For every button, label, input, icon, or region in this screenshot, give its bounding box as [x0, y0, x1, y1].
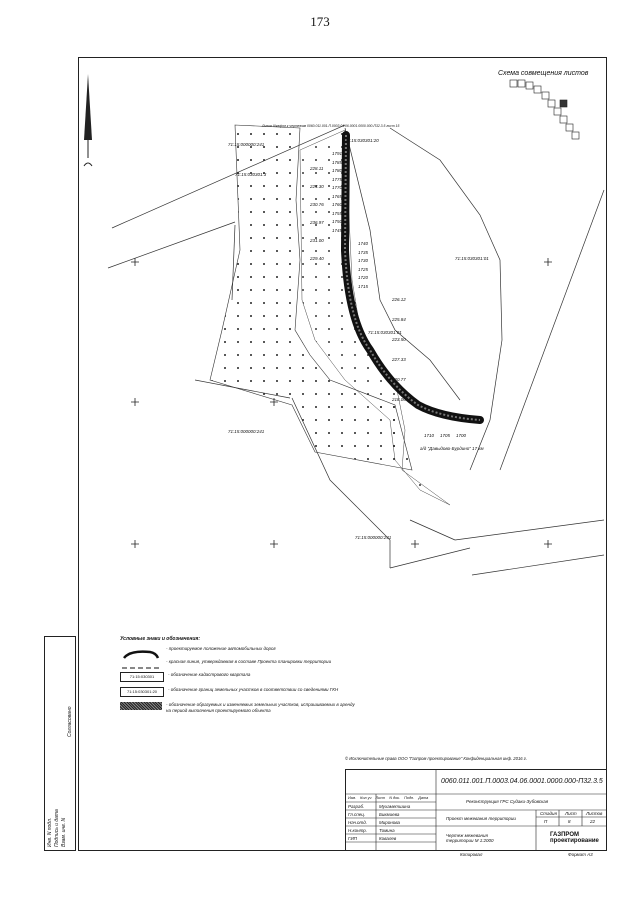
parcel-label: 71:15:000000:241	[228, 142, 265, 147]
section-name: Проект межевания территории	[446, 816, 516, 821]
parcel-label: 71:15:000000:241	[355, 535, 392, 540]
scheme-title: Схема совмещения листов	[498, 70, 589, 77]
copyright-note: © Исключительные права ООО "Газпром прое…	[345, 756, 528, 761]
legend-item: - проектируемое положение автомобильных …	[120, 646, 360, 659]
footer-copied: Копировал	[460, 852, 483, 857]
route-header: Линия Шкафов к чертежам 0060.011.001.П.0…	[262, 124, 400, 128]
footer-format: Формат А3	[568, 852, 593, 857]
project-name: Реконструкция ГРС Судаки-Зубовская	[466, 799, 549, 804]
title-block: 0060.011.001.П.0003.04.06.0001.0000.000-…	[345, 769, 606, 850]
parcel-label: 71:15:030301:01	[368, 330, 402, 335]
legend-item: - обозначение образуемых и изменяемых зе…	[120, 702, 360, 713]
road-label: а/д "Давыдово-Бурдино" 17 км	[420, 446, 484, 451]
parcel-box-icon: 71:15:030301:20	[120, 687, 164, 697]
parcel-boundaries	[107, 124, 605, 576]
side-stamp: Инв. N подл. Подпись и дата Взам. инв. N…	[44, 636, 76, 851]
dash-line-icon	[120, 659, 162, 669]
hatch-box-icon	[120, 702, 162, 710]
parcel-label: 71:15:030301:3	[235, 172, 267, 177]
legend-item: 71:15:030301:20 - обозначение границ зем…	[120, 687, 360, 697]
parcel-label: 71:15:000000:241	[228, 429, 265, 434]
legend-item: 71:15:030301 - обозначение кадастрового …	[120, 672, 360, 682]
legend-title: Условные знаки и обозначения:	[120, 636, 201, 642]
doc-code: 0060.011.001.П.0003.04.06.0001.0000.000-…	[441, 778, 603, 785]
parcel-label: 71:15:030301:20	[345, 138, 379, 143]
map-frame	[78, 57, 607, 851]
legend: Условные знаки и обозначения: - проектир…	[120, 636, 360, 718]
drawing-name: Чертеж межевания территории М 1:2000	[446, 833, 494, 843]
page-number: 173	[310, 14, 330, 29]
gazprom-logo: ГАЗПРОМ проектирование	[550, 832, 599, 844]
legend-item: - красная линия, утверждаемая в составе …	[120, 659, 360, 669]
parcel-label: 71:15:030301:01	[455, 256, 489, 261]
grid-crosses	[131, 258, 552, 548]
road-curve-icon	[120, 646, 162, 659]
sheet-scheme	[509, 79, 580, 140]
dotted-parcel	[299, 129, 451, 506]
cadastral-box-icon: 71:15:030301	[120, 672, 164, 682]
north-arrow-icon	[83, 74, 93, 167]
